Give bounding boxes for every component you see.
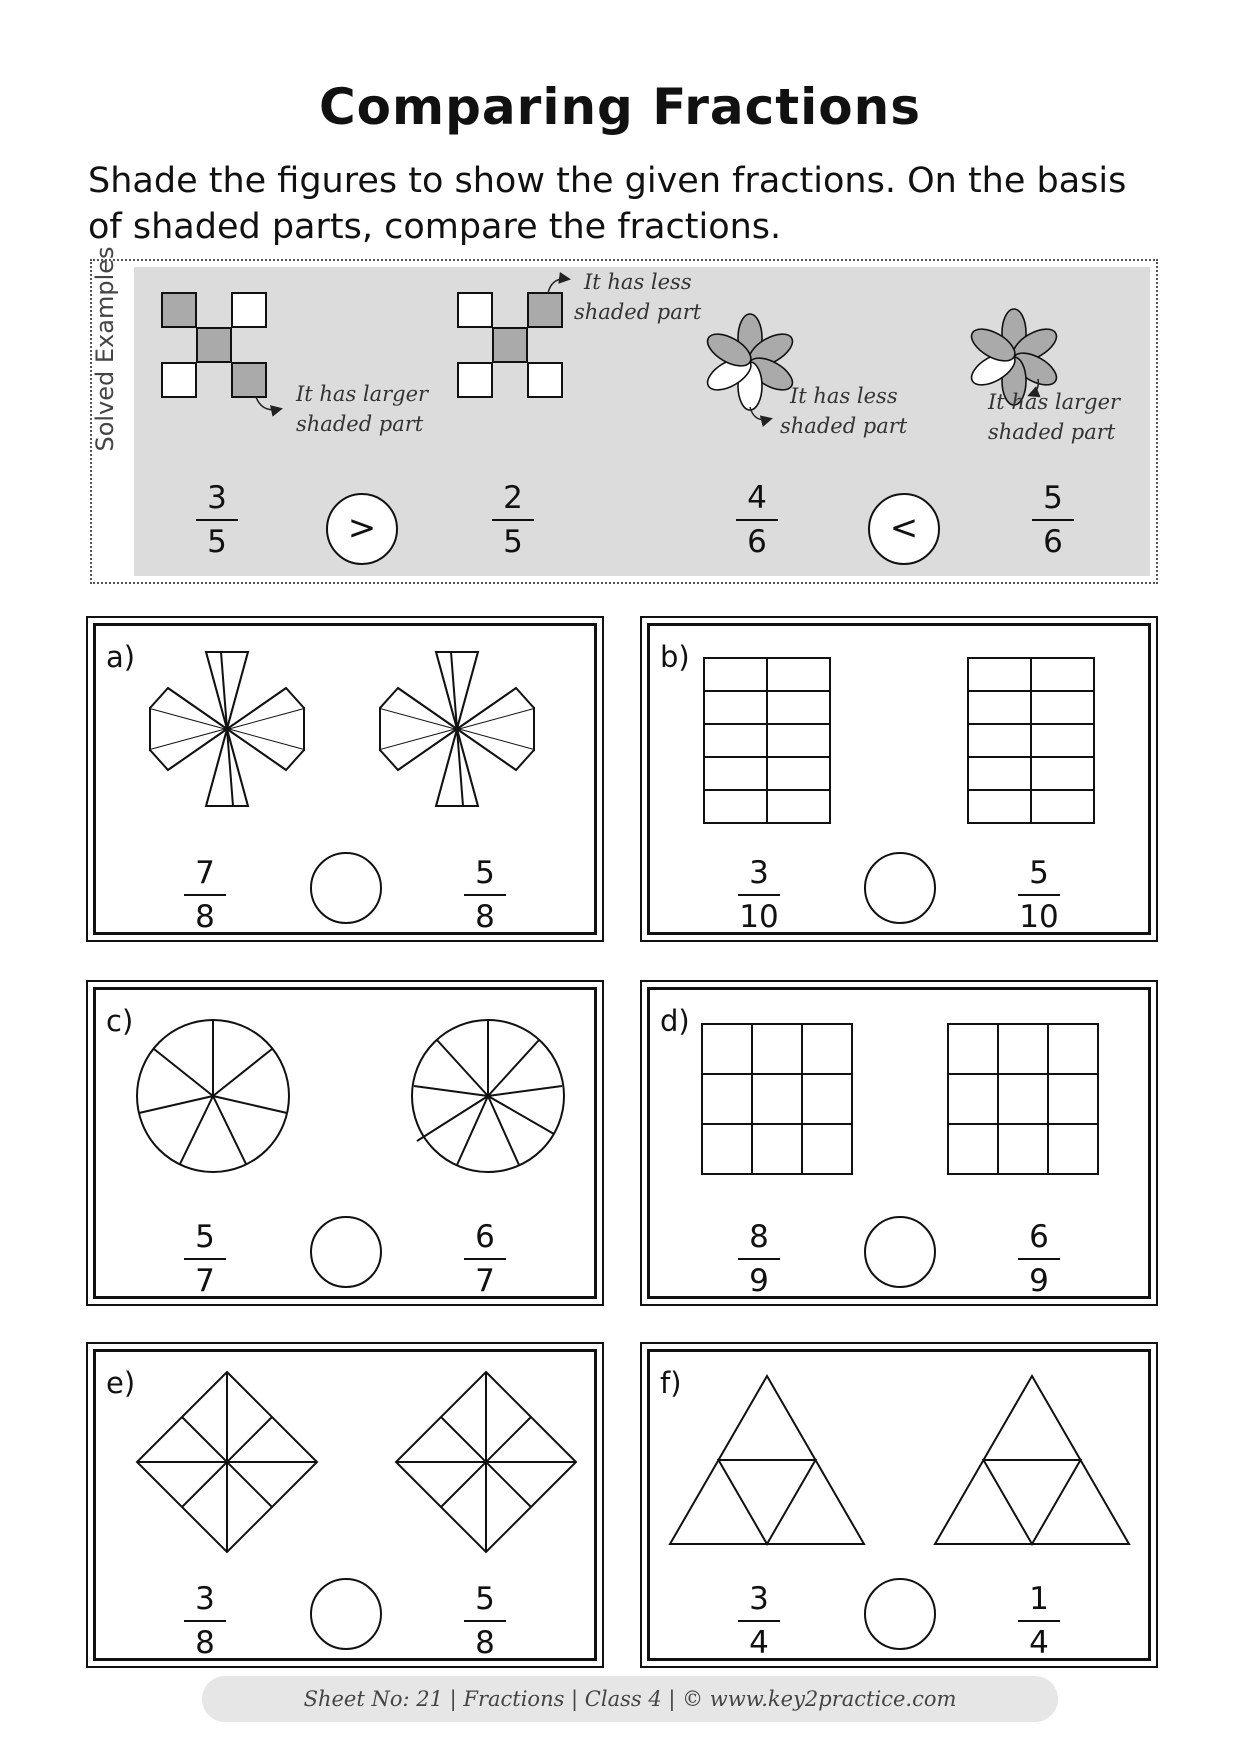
problem-f-label: f) <box>660 1366 682 1400</box>
problem-c-answer-circle[interactable] <box>310 1216 382 1288</box>
problem-b-figures <box>703 657 1095 824</box>
problem-d-label: d) <box>660 1004 690 1038</box>
problem-d-answer-circle[interactable] <box>864 1216 936 1288</box>
example1-squares <box>161 292 267 398</box>
instruction-text: Shade the figures to show the given frac… <box>88 161 1127 247</box>
example2-flower-right <box>970 308 1058 406</box>
example2-sign: < <box>868 493 940 565</box>
problem-b-label: b) <box>660 640 690 674</box>
problem-e-label: e) <box>106 1366 136 1400</box>
problem-a-answer-circle[interactable] <box>310 852 382 924</box>
page-title: Comparing Fractions <box>318 78 921 136</box>
example2-flower-left <box>706 313 794 411</box>
solved-examples-figures <box>161 271 1058 428</box>
example1-sign: > <box>326 493 398 565</box>
page-footer: Sheet No: 21 | Fractions | Class 4 | © w… <box>202 1676 1058 1722</box>
problem-a-label: a) <box>106 640 136 674</box>
problem-c-label: c) <box>106 1004 134 1038</box>
problem-f-figures <box>668 1374 1131 1546</box>
problem-c-figures <box>136 1019 565 1173</box>
solved-examples-label: Solved Examples <box>91 246 119 452</box>
problem-f-answer-circle[interactable] <box>864 1578 936 1650</box>
problem-a-figures <box>149 651 535 807</box>
example1-squares-right <box>457 292 563 398</box>
solved-examples-box: Solved Examples <box>90 246 1158 584</box>
problem-b-answer-circle[interactable] <box>864 852 936 924</box>
problem-e-answer-circle[interactable] <box>310 1578 382 1650</box>
problem-e-figures <box>135 1370 578 1554</box>
problem-d-figures <box>701 1023 1099 1175</box>
